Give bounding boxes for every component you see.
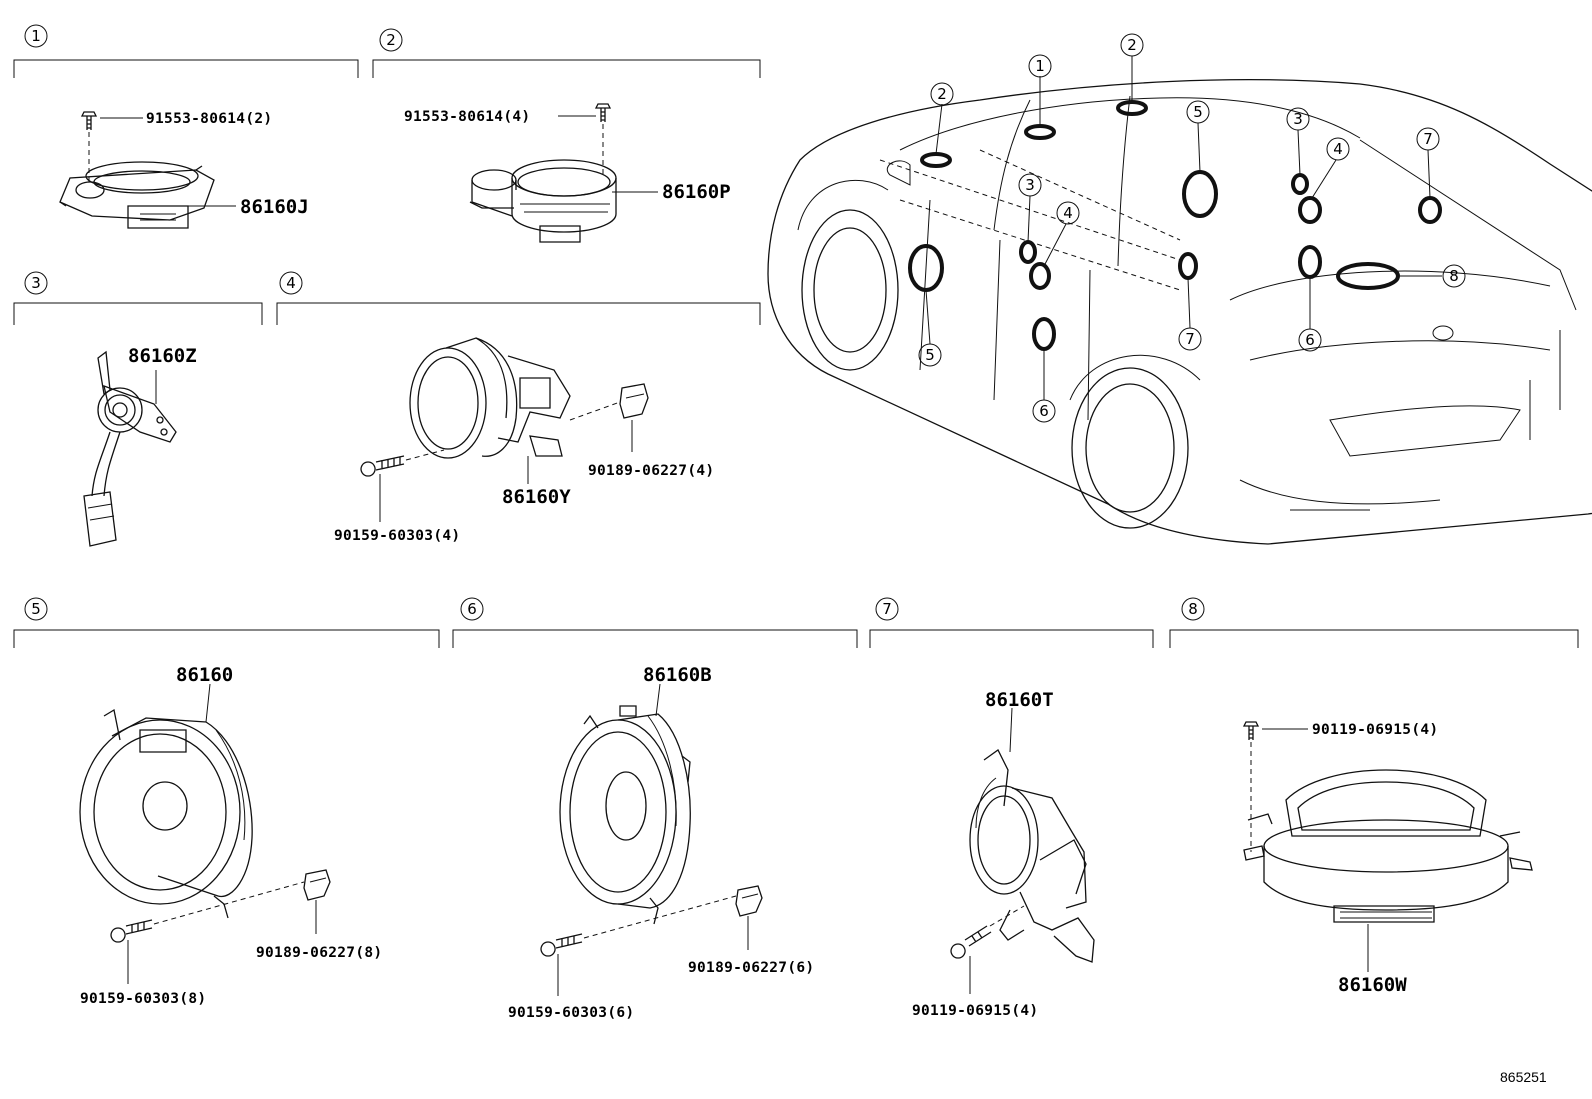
group-2-header: 2	[372, 28, 761, 78]
svg-text:6: 6	[467, 600, 477, 618]
group-7-header: 7	[869, 597, 1154, 648]
callout-7-front: 7	[1178, 277, 1202, 351]
svg-text:1: 1	[31, 27, 41, 45]
clip-90189-06227-group-5: 90189-06227(8)	[256, 869, 382, 961]
group-6-header: 6	[452, 597, 858, 648]
callout-3-front: 3	[1018, 173, 1042, 243]
svg-text:3: 3	[1293, 110, 1303, 128]
group-3-header: 3	[13, 271, 263, 325]
speaker-86160	[79, 708, 253, 919]
svg-text:90159-60303(8): 90159-60303(8)	[80, 991, 206, 1007]
speaker-86160J	[59, 161, 215, 229]
label-86160B: 86160B	[643, 664, 712, 686]
svg-text:90159-60303(4): 90159-60303(4)	[334, 528, 460, 544]
callout-5-rear: 5	[1186, 100, 1210, 173]
callout-4-rear: 4	[1311, 137, 1350, 199]
svg-text:91553-80614(2): 91553-80614(2)	[146, 111, 272, 127]
svg-text:7: 7	[1423, 130, 1433, 148]
svg-text:2: 2	[386, 31, 396, 49]
label-86160J: 86160J	[240, 196, 309, 218]
label-86160P: 86160P	[662, 181, 731, 203]
label-86160T: 86160T	[985, 689, 1054, 711]
svg-text:8: 8	[1188, 600, 1198, 618]
car-speaker-markers	[908, 100, 1442, 351]
svg-text:3: 3	[1025, 176, 1035, 194]
callout-7-rear: 7	[1416, 127, 1440, 199]
label-86160Y: 86160Y	[502, 486, 571, 508]
group-1-header: 1	[13, 24, 359, 78]
svg-text:3: 3	[31, 274, 41, 292]
speaker-86160B	[559, 705, 691, 925]
screw-91553-80614-group-1: 91553-80614(2)	[80, 111, 272, 186]
callout-8: 8	[1398, 264, 1466, 288]
car-callouts: 2 1 2 5 3 4 7	[918, 33, 1466, 423]
speaker-86160Y	[409, 337, 571, 459]
figure-reference-number: 865251	[1500, 1069, 1547, 1085]
group-8-header: 8	[1169, 597, 1579, 648]
car-cutaway-drawing	[767, 78, 1592, 545]
group-5-header: 5	[13, 597, 440, 648]
screw-90159-60303-group-5: 90159-60303(8)	[80, 881, 305, 1007]
label-86160: 86160	[176, 664, 233, 686]
clip-90189-06227-group-4: 90189-06227(4)	[569, 383, 714, 479]
callout-6-rear: 6	[1298, 277, 1322, 352]
svg-text:1: 1	[1035, 57, 1045, 75]
svg-text:6: 6	[1305, 331, 1315, 349]
svg-text:5: 5	[1193, 103, 1203, 121]
svg-text:90189-06227(6): 90189-06227(6)	[688, 960, 814, 976]
svg-text:90159-60303(6): 90159-60303(6)	[508, 1005, 634, 1021]
callout-5-front: 5	[918, 289, 942, 367]
callout-1: 1	[1028, 54, 1052, 126]
svg-text:4: 4	[286, 274, 296, 292]
screw-90119-06915-group-7: 90119-06915(4)	[912, 905, 1038, 1019]
clip-90189-06227-group-6: 90189-06227(6)	[688, 885, 814, 976]
svg-text:2: 2	[937, 85, 947, 103]
svg-text:90189-06227(8): 90189-06227(8)	[256, 945, 382, 961]
callout-2-rear: 2	[1120, 33, 1144, 102]
screw-91553-80614-group-2: 91553-80614(4)	[404, 103, 612, 178]
svg-text:91553-80614(4): 91553-80614(4)	[404, 109, 530, 125]
svg-text:2: 2	[1127, 36, 1137, 54]
svg-text:7: 7	[882, 600, 892, 618]
label-86160Z: 86160Z	[128, 345, 197, 367]
screw-90159-60303-group-4: 90159-60303(4)	[334, 449, 460, 544]
svg-text:90119-06915(4): 90119-06915(4)	[1312, 722, 1438, 738]
svg-text:4: 4	[1063, 204, 1073, 222]
group-4-header: 4	[276, 271, 761, 325]
label-86160W: 86160W	[1338, 974, 1407, 996]
svg-text:90189-06227(4): 90189-06227(4)	[588, 463, 714, 479]
callout-4-front: 4	[1043, 201, 1080, 267]
callout-3-rear: 3	[1286, 107, 1310, 176]
svg-text:7: 7	[1185, 330, 1195, 348]
svg-text:5: 5	[31, 600, 41, 618]
screw-90119-06915-group-8: 90119-06915(4)	[1242, 721, 1438, 852]
callout-6-front: 6	[1032, 349, 1056, 423]
svg-text:4: 4	[1333, 140, 1343, 158]
subwoofer-86160W	[1243, 769, 1533, 923]
screw-90159-60303-group-6: 90159-60303(6)	[508, 895, 737, 1021]
svg-text:90119-06915(4): 90119-06915(4)	[912, 1003, 1038, 1019]
speaker-86160P	[469, 159, 617, 243]
callout-2-front: 2	[930, 82, 954, 155]
tweeter-86160Z	[83, 350, 177, 547]
svg-text:5: 5	[925, 346, 935, 364]
speaker-86160T	[969, 749, 1095, 963]
svg-text:8: 8	[1449, 267, 1459, 285]
svg-text:6: 6	[1039, 402, 1049, 420]
